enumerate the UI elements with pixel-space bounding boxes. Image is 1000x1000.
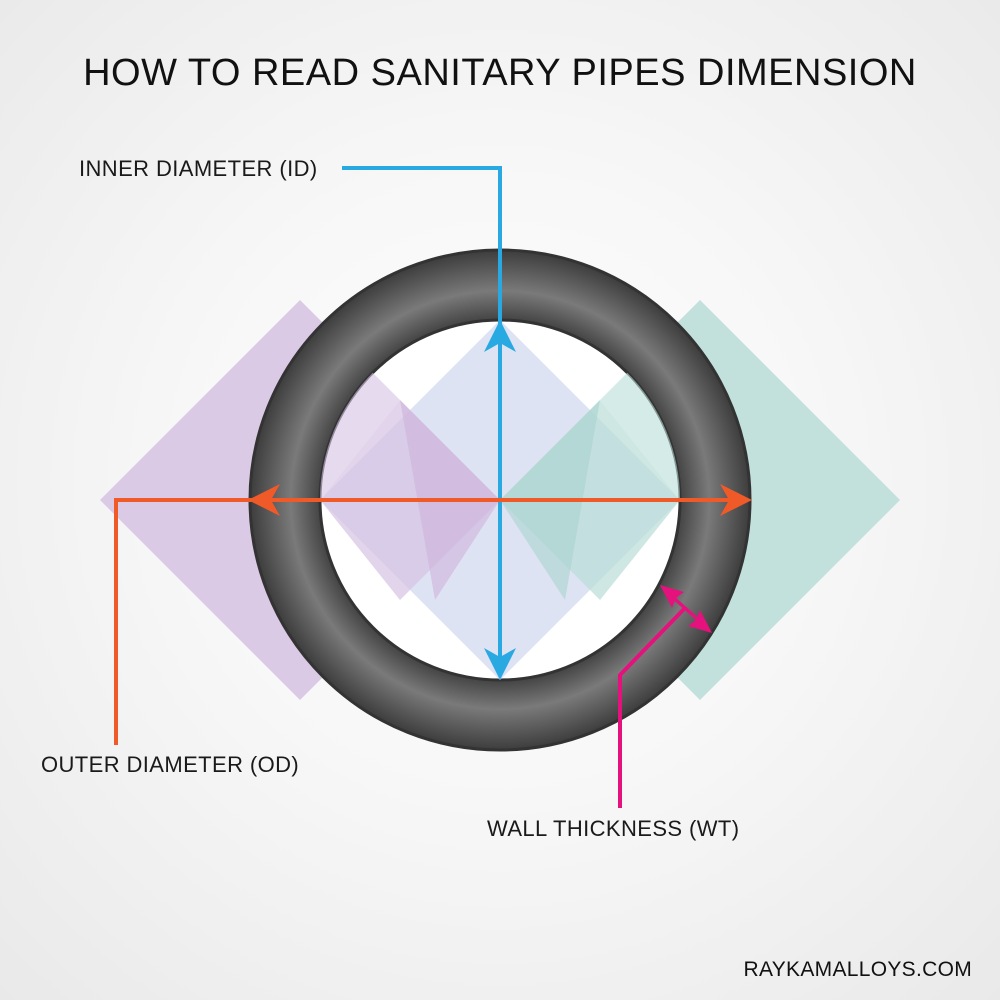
od-arrow-right: [720, 484, 752, 516]
inner-diameter-label: INNER DIAMETER (ID): [79, 156, 318, 181]
id-arrow-bottom: [484, 648, 516, 680]
outer-diameter-indicator: [114, 484, 752, 745]
wall-thickness-label: WALL THICKNESS (WT): [487, 816, 740, 841]
wall-thickness-indicator: [618, 585, 712, 808]
wt-arrow-inner: [660, 585, 684, 608]
wt-arrow-outer: [688, 610, 712, 633]
od-arrow-left: [248, 484, 280, 516]
website-url: RAYKAMALLOYS.COM: [743, 958, 972, 981]
outer-diameter-label: OUTER DIAMETER (OD): [41, 752, 300, 777]
page-title: HOW TO READ SANITARY PIPES DIMENSION: [83, 52, 917, 94]
id-arrow-top: [484, 320, 516, 352]
